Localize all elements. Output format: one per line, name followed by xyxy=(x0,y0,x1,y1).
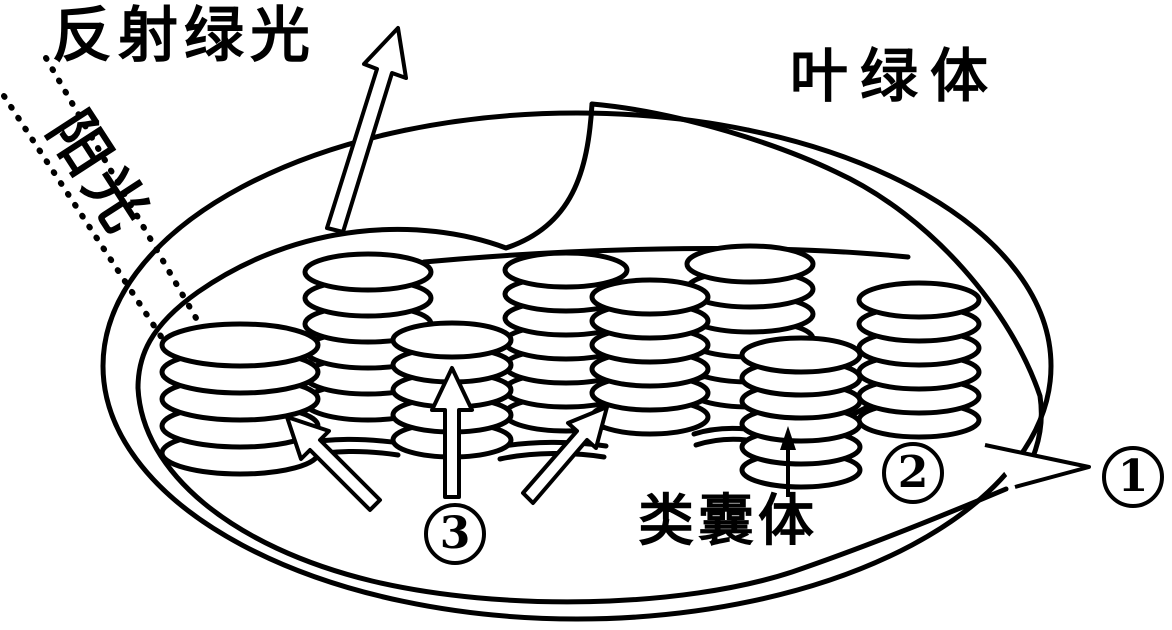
reflected-green-light-label: 反射绿光 xyxy=(52,3,316,69)
marker-1-membrane: 1 xyxy=(1102,446,1164,508)
membrane-pointer-to-1 xyxy=(984,443,1091,489)
thylakoid-label: 类囊体 xyxy=(638,491,818,553)
thylakoid-pointer-arrow xyxy=(780,426,796,497)
inner-membrane-line xyxy=(135,101,1009,605)
chloroplast-envelope xyxy=(100,101,1091,622)
granum-arrow-right xyxy=(521,405,609,505)
inner-membrane-cut-edge xyxy=(589,101,1044,487)
marker-1-digit: 1 xyxy=(1117,451,1149,502)
outer-membrane-line xyxy=(100,110,1054,622)
marker-3-granum: 3 xyxy=(424,503,486,565)
marker-2-digit: 2 xyxy=(897,447,929,498)
granum-arrow-middle xyxy=(430,366,474,499)
lamella-line xyxy=(497,450,607,462)
granum-stack xyxy=(739,335,863,490)
granum-arrow-left xyxy=(285,415,382,512)
marker-2-stroma: 2 xyxy=(882,442,944,504)
granum-stack xyxy=(589,277,711,437)
granum-stack xyxy=(856,280,982,440)
chloroplast-label: 叶绿体 xyxy=(790,44,1001,109)
sunlight-ray-lower-dots xyxy=(1,93,165,341)
reflected-light-arrow xyxy=(325,26,408,234)
lamella-line xyxy=(421,245,911,265)
marker-3-digit: 3 xyxy=(439,508,471,559)
sunlight-ray xyxy=(1,55,199,341)
sunlight-ray-upper-dots xyxy=(43,55,199,321)
granum-stack xyxy=(159,321,321,477)
